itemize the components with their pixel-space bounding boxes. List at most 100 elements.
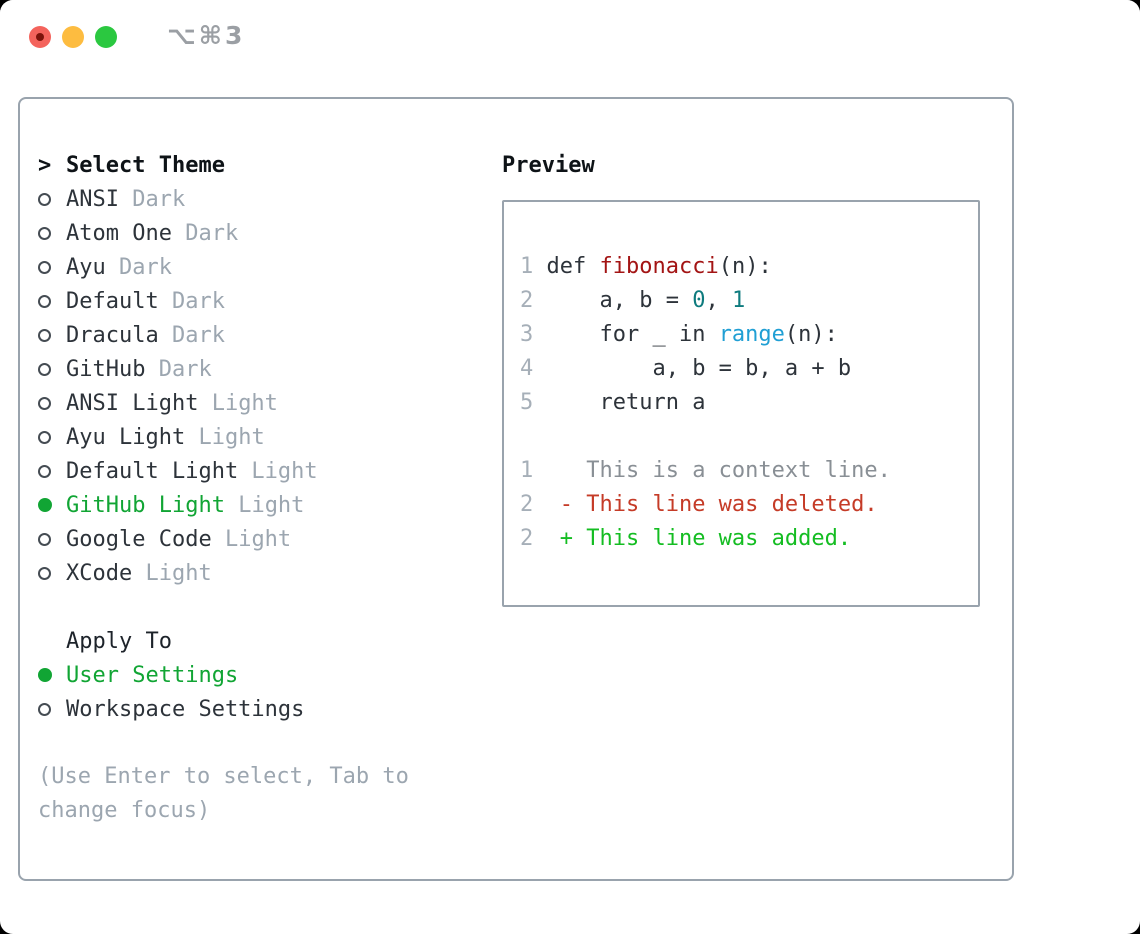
radio-unselected-icon — [38, 328, 51, 342]
option-label: Ayu Light — [66, 424, 186, 450]
radio-selected-icon — [38, 498, 52, 512]
code-preview: 1 def fibonacci(n): 2 a, b = 0, 1 3 for _ … — [504, 202, 978, 556]
option-label: Default Light — [66, 458, 239, 484]
theme-option-ansi[interactable]: ANSI Dark — [38, 182, 468, 216]
radio-marker — [38, 464, 66, 478]
option-label: XCode — [66, 560, 133, 586]
apply-to-header: Apply To — [66, 628, 172, 654]
variant-tag: Light — [198, 390, 278, 416]
variant-tag: Dark — [105, 254, 172, 280]
apply-option-user-settings[interactable]: User Settings — [38, 658, 468, 692]
line-number: 5 — [520, 390, 534, 415]
minimize-button[interactable] — [62, 26, 84, 48]
close-button[interactable] — [29, 26, 51, 48]
radio-marker — [38, 498, 66, 512]
radio-unselected-icon — [38, 464, 51, 478]
radio-marker — [38, 566, 66, 580]
radio-marker — [38, 294, 66, 308]
maximize-button[interactable] — [95, 26, 117, 48]
apply-option-workspace-settings[interactable]: Workspace Settings — [38, 692, 468, 726]
window-title: ⌥⌘3 — [167, 21, 246, 50]
line-number: 2 — [520, 288, 534, 313]
theme-option-xcode[interactable]: XCode Light — [38, 556, 468, 590]
code-line: 4 a, b = b, a + b — [520, 352, 978, 386]
option-label: Ayu — [66, 254, 106, 280]
variant-tag: Light — [211, 526, 292, 552]
radio-marker — [38, 430, 66, 444]
option-label: User Settings — [66, 662, 239, 688]
preview-header: Preview — [502, 152, 595, 178]
code-blank-line — [520, 420, 978, 454]
code-line: 1 def fibonacci(n): — [520, 250, 978, 284]
token-plain: (n): — [784, 322, 838, 347]
token-plain: , — [705, 288, 732, 313]
code-line: 1 This is a context line. — [520, 454, 978, 488]
token-plain: def — [533, 254, 600, 279]
preview-box: 1 def fibonacci(n): 2 a, b = 0, 1 3 for _ … — [502, 200, 980, 607]
theme-option-ansi-light[interactable]: ANSI Light Light — [38, 386, 468, 420]
token-plain: (n): — [718, 254, 772, 279]
radio-selected-icon — [38, 668, 52, 682]
theme-option-atom-one[interactable]: Atom One Dark — [38, 216, 468, 250]
variant-tag: Light — [238, 458, 318, 484]
variant-tag: Dark — [145, 356, 212, 382]
line-number: 4 — [520, 356, 534, 381]
token-num: 0 — [692, 288, 706, 313]
line-number: 2 — [520, 492, 534, 517]
theme-option-github[interactable]: GitHub Dark — [38, 352, 468, 386]
preview-header-row: Preview — [502, 148, 980, 182]
token-call: range — [718, 322, 785, 347]
radio-unselected-icon — [38, 396, 51, 410]
theme-option-ayu[interactable]: Ayu Dark — [38, 250, 468, 284]
variant-tag: Dark — [118, 186, 186, 212]
token-plain: a, b = — [533, 288, 693, 313]
radio-marker — [38, 192, 66, 206]
code-line: 2 + This line was added. — [520, 522, 978, 556]
line-number: 1 — [520, 254, 534, 279]
option-label: Dracula — [66, 322, 159, 348]
line-number: 1 — [520, 458, 534, 483]
theme-option-github-light[interactable]: GitHub Light Light — [38, 488, 468, 522]
option-label: ANSI — [66, 186, 119, 212]
option-label: Atom One — [66, 220, 172, 246]
theme-option-ayu-light[interactable]: Ayu Light Light — [38, 420, 468, 454]
titlebar: ⌥⌘3 — [0, 0, 1140, 97]
theme-option-default-light[interactable]: Default Light Light — [38, 454, 468, 488]
radio-marker — [38, 226, 66, 240]
theme-option-google-code[interactable]: Google Code Light — [38, 522, 468, 556]
radio-marker — [38, 668, 66, 682]
radio-unselected-icon — [38, 566, 51, 580]
option-label: Google Code — [66, 526, 212, 552]
option-label: GitHub — [66, 356, 146, 382]
radio-unselected-icon — [38, 192, 51, 206]
token-plain: a, b = b, a + b — [533, 356, 852, 381]
token-num: 1 — [731, 288, 746, 313]
variant-tag: Dark — [171, 220, 239, 246]
variant-tag: Dark — [158, 288, 225, 314]
radio-unselected-icon — [38, 532, 51, 546]
radio-unselected-icon — [38, 226, 51, 240]
code-line: 2 - This line was deleted. — [520, 488, 978, 522]
variant-tag: Dark — [158, 322, 225, 348]
option-label: ANSI Light — [66, 390, 199, 416]
radio-marker — [38, 260, 66, 274]
radio-marker — [38, 328, 66, 342]
theme-option-dracula[interactable]: Dracula Dark — [38, 318, 468, 352]
theme-option-default[interactable]: Default Dark — [38, 284, 468, 318]
token-plain: return a — [533, 390, 706, 415]
token-plain: for _ in — [533, 322, 719, 347]
option-label: Default — [66, 288, 159, 314]
apply-to-header-row: Apply To — [38, 624, 468, 658]
radio-unselected-icon — [38, 362, 51, 376]
keyboard-hint: (Use Enter to select, Tab to change focu… — [38, 764, 409, 823]
radio-unselected-icon — [38, 430, 51, 444]
radio-unselected-icon — [38, 260, 51, 274]
variant-tag: Light — [224, 492, 305, 518]
line-number: 3 — [520, 322, 534, 347]
token-add: + This line was added. — [533, 526, 852, 551]
code-line: 5 return a — [520, 386, 978, 420]
spacer — [38, 590, 468, 624]
